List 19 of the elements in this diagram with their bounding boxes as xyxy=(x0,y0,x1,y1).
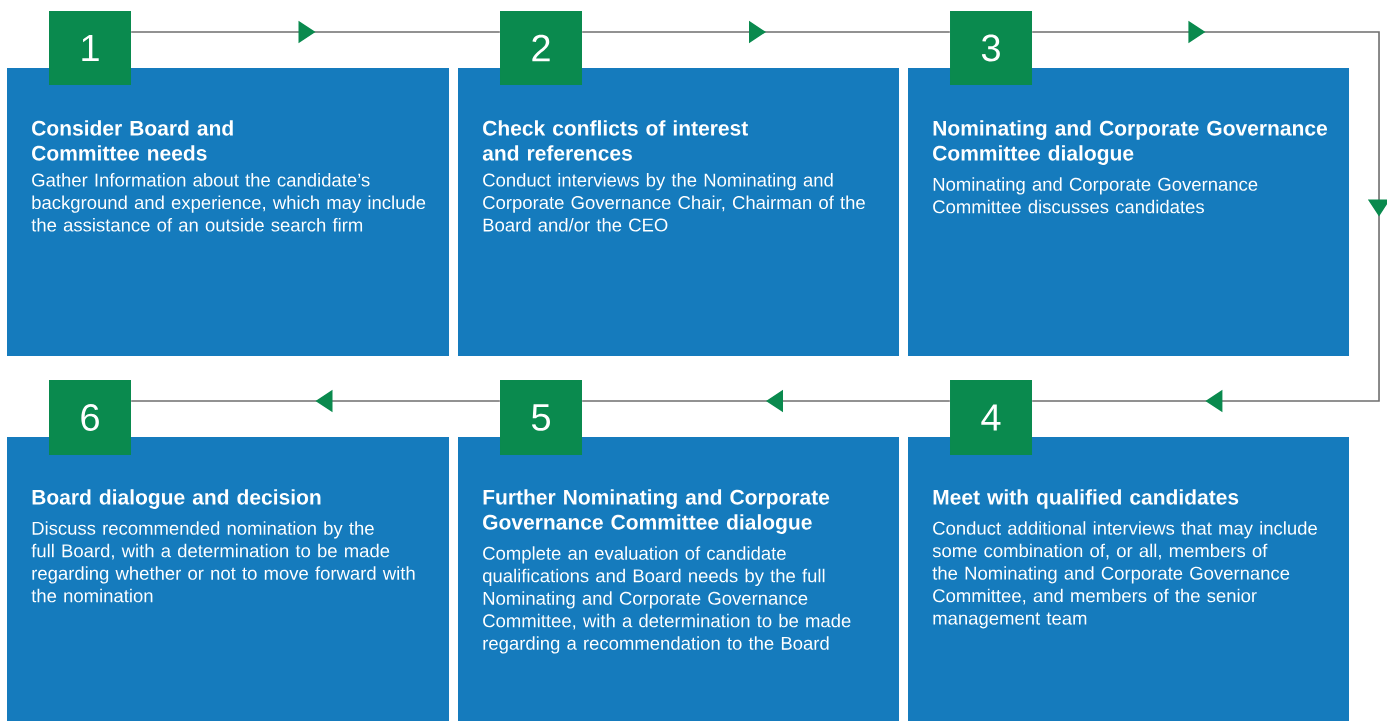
step-description: Gather Information about the candidate’s background and experience, which may include the assistance of an outside search firm xyxy=(31,173,426,232)
step-number: 2 xyxy=(500,11,582,85)
step-number: 6 xyxy=(49,380,131,455)
step-description: Complete an evaluation of candidate qualifications and Board needs by the full Nominating and Corporate Governance Committee, with a determination to be made regarding a recommendation to the Board xyxy=(483,546,851,654)
step-description: Discuss recommended nomination by the full Board, with a determination to be made regarding whether or not to move forward with the nomination xyxy=(31,521,415,603)
step-description: Conduct interviews by the Nominating and Corporate Governance Chair, Chairman of the Board and/or the CEO xyxy=(483,173,865,232)
step-number: 1 xyxy=(49,11,131,85)
step-heading: Check conflicts of interest and references xyxy=(482,120,748,161)
step-heading: Nominating and Corporate Governance Committee dialogue xyxy=(933,120,1328,165)
step-heading: Board dialogue and decision xyxy=(32,489,321,509)
arrow xyxy=(1031,20,1387,413)
step-description: Nominating and Corporate Governance Committee discusses candidates xyxy=(933,177,1258,214)
step-heading: Further Nominating and Corporate Governance Committee dialogue xyxy=(483,489,830,534)
step-number: 3 xyxy=(950,11,1032,85)
step-description: Conduct additional interviews that may include some combination of, or all, members of the Nominating and Corporate Governance Committee, and members of the senior management team xyxy=(932,521,1317,629)
step-heading: Meet with qualified candidates xyxy=(933,489,1239,509)
step-number: 5 xyxy=(500,380,582,455)
step-number: 4 xyxy=(950,380,1032,455)
step-heading: Consider Board and Committee needs xyxy=(32,120,233,161)
